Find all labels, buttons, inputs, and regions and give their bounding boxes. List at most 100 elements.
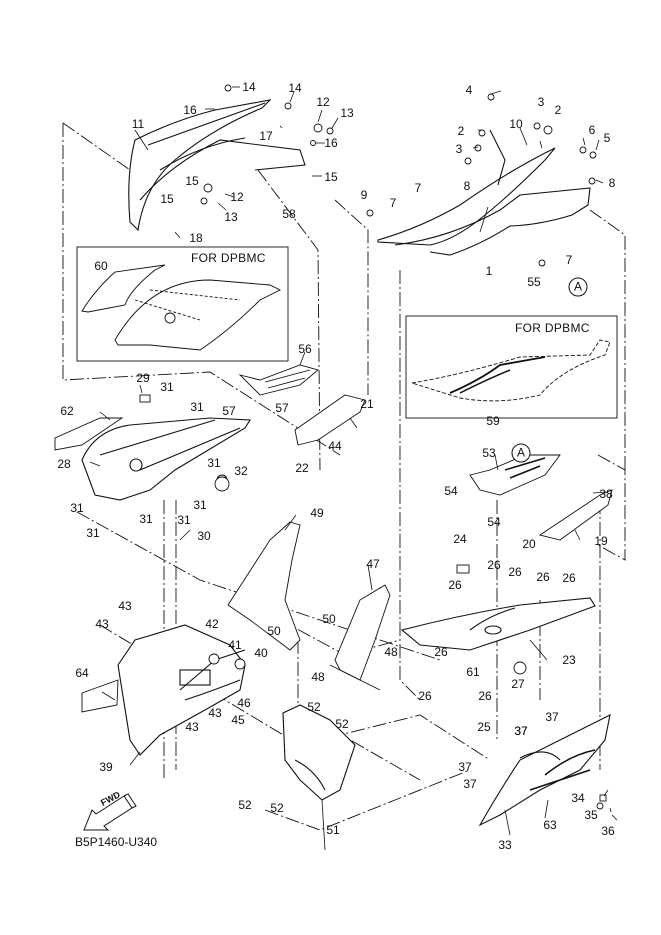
callout-31[interactable]: 31 bbox=[177, 513, 191, 527]
callout-40[interactable]: 40 bbox=[254, 646, 268, 660]
callout-33[interactable]: 33 bbox=[498, 838, 512, 852]
callout-37[interactable]: 37 bbox=[463, 777, 477, 791]
callout-15[interactable]: 15 bbox=[160, 192, 174, 206]
callout-13[interactable]: 13 bbox=[224, 210, 238, 224]
part-49-inner-panel[interactable] bbox=[227, 521, 301, 651]
callout-37[interactable]: 37 bbox=[545, 710, 559, 724]
callout-4[interactable]: 4 bbox=[465, 83, 473, 97]
callout-11[interactable]: 11 bbox=[131, 117, 145, 131]
callout-52[interactable]: 52 bbox=[307, 700, 321, 714]
callout-60[interactable]: 60 bbox=[94, 259, 108, 273]
callout-37[interactable]: 37 bbox=[514, 724, 528, 738]
callout-31[interactable]: 31 bbox=[160, 380, 174, 394]
callout-55[interactable]: 55 bbox=[527, 275, 541, 289]
callout-43[interactable]: 43 bbox=[185, 720, 199, 734]
callout-23[interactable]: 23 bbox=[562, 653, 576, 667]
callout-1[interactable]: 1 bbox=[485, 264, 493, 278]
callout-31[interactable]: 31 bbox=[70, 501, 84, 515]
callout-8[interactable]: 8 bbox=[463, 179, 471, 193]
callout-43[interactable]: 43 bbox=[95, 617, 109, 631]
callout-61[interactable]: 61 bbox=[466, 665, 480, 679]
callout-3[interactable]: 3 bbox=[455, 142, 463, 156]
callout-26[interactable]: 26 bbox=[418, 689, 432, 703]
callout-6[interactable]: 6 bbox=[588, 123, 596, 137]
callout-18[interactable]: 18 bbox=[189, 231, 203, 245]
callout-58[interactable]: 58 bbox=[282, 207, 296, 221]
callout-62[interactable]: 62 bbox=[60, 404, 74, 418]
callout-47[interactable]: 47 bbox=[366, 557, 380, 571]
callout-12[interactable]: 12 bbox=[316, 95, 330, 109]
callout-57[interactable]: 57 bbox=[222, 404, 236, 418]
callout-5[interactable]: 5 bbox=[603, 131, 611, 145]
part-56-inner-panel[interactable] bbox=[238, 364, 319, 396]
callout-41[interactable]: 41 bbox=[228, 638, 242, 652]
callout-20[interactable]: 20 bbox=[522, 537, 536, 551]
part-64-decal[interactable] bbox=[81, 679, 119, 713]
callout-39[interactable]: 39 bbox=[99, 760, 113, 774]
callout-7[interactable]: 7 bbox=[414, 181, 422, 195]
callout-14[interactable]: 14 bbox=[242, 80, 256, 94]
part-62-decal[interactable] bbox=[54, 417, 124, 451]
callout-2[interactable]: 2 bbox=[554, 103, 562, 117]
callout-9[interactable]: 9 bbox=[360, 188, 368, 202]
callout-25[interactable]: 25 bbox=[477, 720, 491, 734]
callout-30[interactable]: 30 bbox=[197, 529, 211, 543]
callout-24[interactable]: 24 bbox=[453, 532, 467, 546]
callout-28[interactable]: 28 bbox=[57, 457, 71, 471]
callout-19[interactable]: 19 bbox=[594, 534, 608, 548]
part-1-side-cowling[interactable] bbox=[377, 129, 591, 256]
callout-16[interactable]: 16 bbox=[183, 103, 197, 117]
callout-59[interactable]: 59 bbox=[486, 414, 500, 428]
callout-43[interactable]: 43 bbox=[208, 706, 222, 720]
callout-2[interactable]: 2 bbox=[457, 124, 465, 138]
callout-26[interactable]: 26 bbox=[562, 571, 576, 585]
callout-26[interactable]: 26 bbox=[478, 689, 492, 703]
callout-63[interactable]: 63 bbox=[543, 818, 557, 832]
callout-37[interactable]: 37 bbox=[458, 760, 472, 774]
callout-16[interactable]: 16 bbox=[324, 136, 338, 150]
callout-31[interactable]: 31 bbox=[190, 400, 204, 414]
callout-46[interactable]: 46 bbox=[237, 696, 251, 710]
part-33-lower-rear-panel[interactable] bbox=[478, 714, 611, 827]
callout-26[interactable]: 26 bbox=[487, 558, 501, 572]
part-53-cover[interactable] bbox=[469, 454, 561, 496]
callout-42[interactable]: 42 bbox=[205, 617, 219, 631]
callout-48[interactable]: 48 bbox=[311, 670, 325, 684]
callout-37[interactable]: 37 bbox=[514, 724, 528, 738]
callout-50[interactable]: 50 bbox=[322, 612, 336, 626]
callout-31[interactable]: 31 bbox=[139, 512, 153, 526]
callout-7[interactable]: 7 bbox=[389, 196, 397, 210]
callout-26[interactable]: 26 bbox=[448, 578, 462, 592]
callout-52[interactable]: 52 bbox=[238, 798, 252, 812]
callout-15[interactable]: 15 bbox=[324, 170, 338, 184]
callout-13[interactable]: 13 bbox=[340, 106, 354, 120]
callout-22[interactable]: 22 bbox=[295, 461, 309, 475]
part-39-lower-panel[interactable] bbox=[117, 624, 246, 756]
callout-52[interactable]: 52 bbox=[270, 801, 284, 815]
callout-31[interactable]: 31 bbox=[193, 498, 207, 512]
callout-10[interactable]: 10 bbox=[509, 117, 523, 131]
callout-8[interactable]: 8 bbox=[608, 176, 616, 190]
part-23-side-cover[interactable] bbox=[400, 597, 596, 651]
callout-26[interactable]: 26 bbox=[434, 645, 448, 659]
callout-43[interactable]: 43 bbox=[118, 599, 132, 613]
callout-32[interactable]: 32 bbox=[234, 464, 248, 478]
callout-36[interactable]: 36 bbox=[601, 824, 615, 838]
callout-34[interactable]: 34 bbox=[571, 791, 585, 805]
callout-31[interactable]: 31 bbox=[86, 526, 100, 540]
part-11-front-cowling[interactable] bbox=[128, 99, 306, 232]
callout-50[interactable]: 50 bbox=[267, 624, 281, 638]
callout-3[interactable]: 3 bbox=[537, 95, 545, 109]
callout-15[interactable]: 15 bbox=[185, 174, 199, 188]
callout-57[interactable]: 57 bbox=[275, 401, 289, 415]
callout-35[interactable]: 35 bbox=[584, 808, 598, 822]
callout-26[interactable]: 26 bbox=[508, 565, 522, 579]
part-19-rail[interactable] bbox=[538, 489, 613, 541]
callout-29[interactable]: 29 bbox=[136, 371, 150, 385]
callout-14[interactable]: 14 bbox=[288, 81, 302, 95]
callout-12[interactable]: 12 bbox=[230, 190, 244, 204]
callout-52[interactable]: 52 bbox=[335, 717, 349, 731]
part-51-lower-panel[interactable] bbox=[282, 704, 356, 801]
part-47-inner-panel[interactable] bbox=[329, 584, 391, 691]
callout-51[interactable]: 51 bbox=[326, 823, 340, 837]
